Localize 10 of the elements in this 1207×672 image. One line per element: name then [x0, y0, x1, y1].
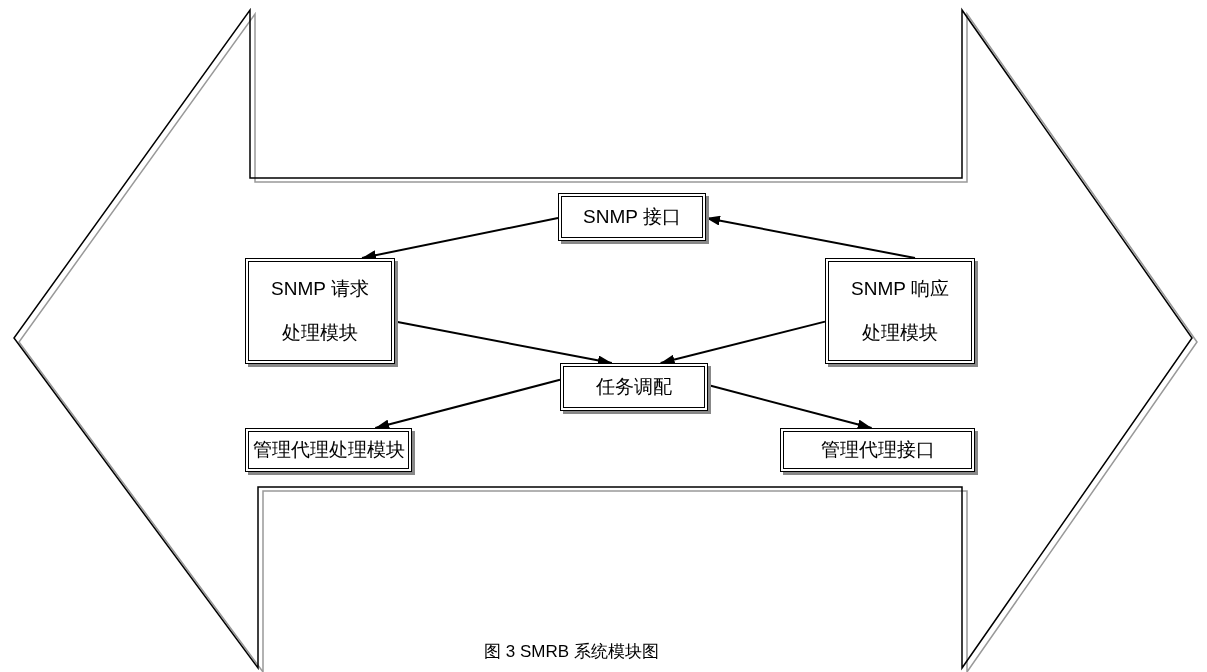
process-box: SNMP 响应处理模块 [825, 258, 975, 364]
arrow [361, 216, 559, 261]
process-box: 管理代理接口 [780, 428, 975, 472]
caption: 图 3 SMRB 系统模块图 [484, 641, 659, 663]
process-box: 任务调配 [560, 363, 708, 411]
process-box: SNMP 请求处理模块 [245, 258, 395, 364]
process-box: 管理代理处理模块 [245, 428, 412, 472]
arrow [374, 378, 561, 430]
arrow [659, 320, 826, 365]
process-box: SNMP 接口 [558, 193, 706, 241]
